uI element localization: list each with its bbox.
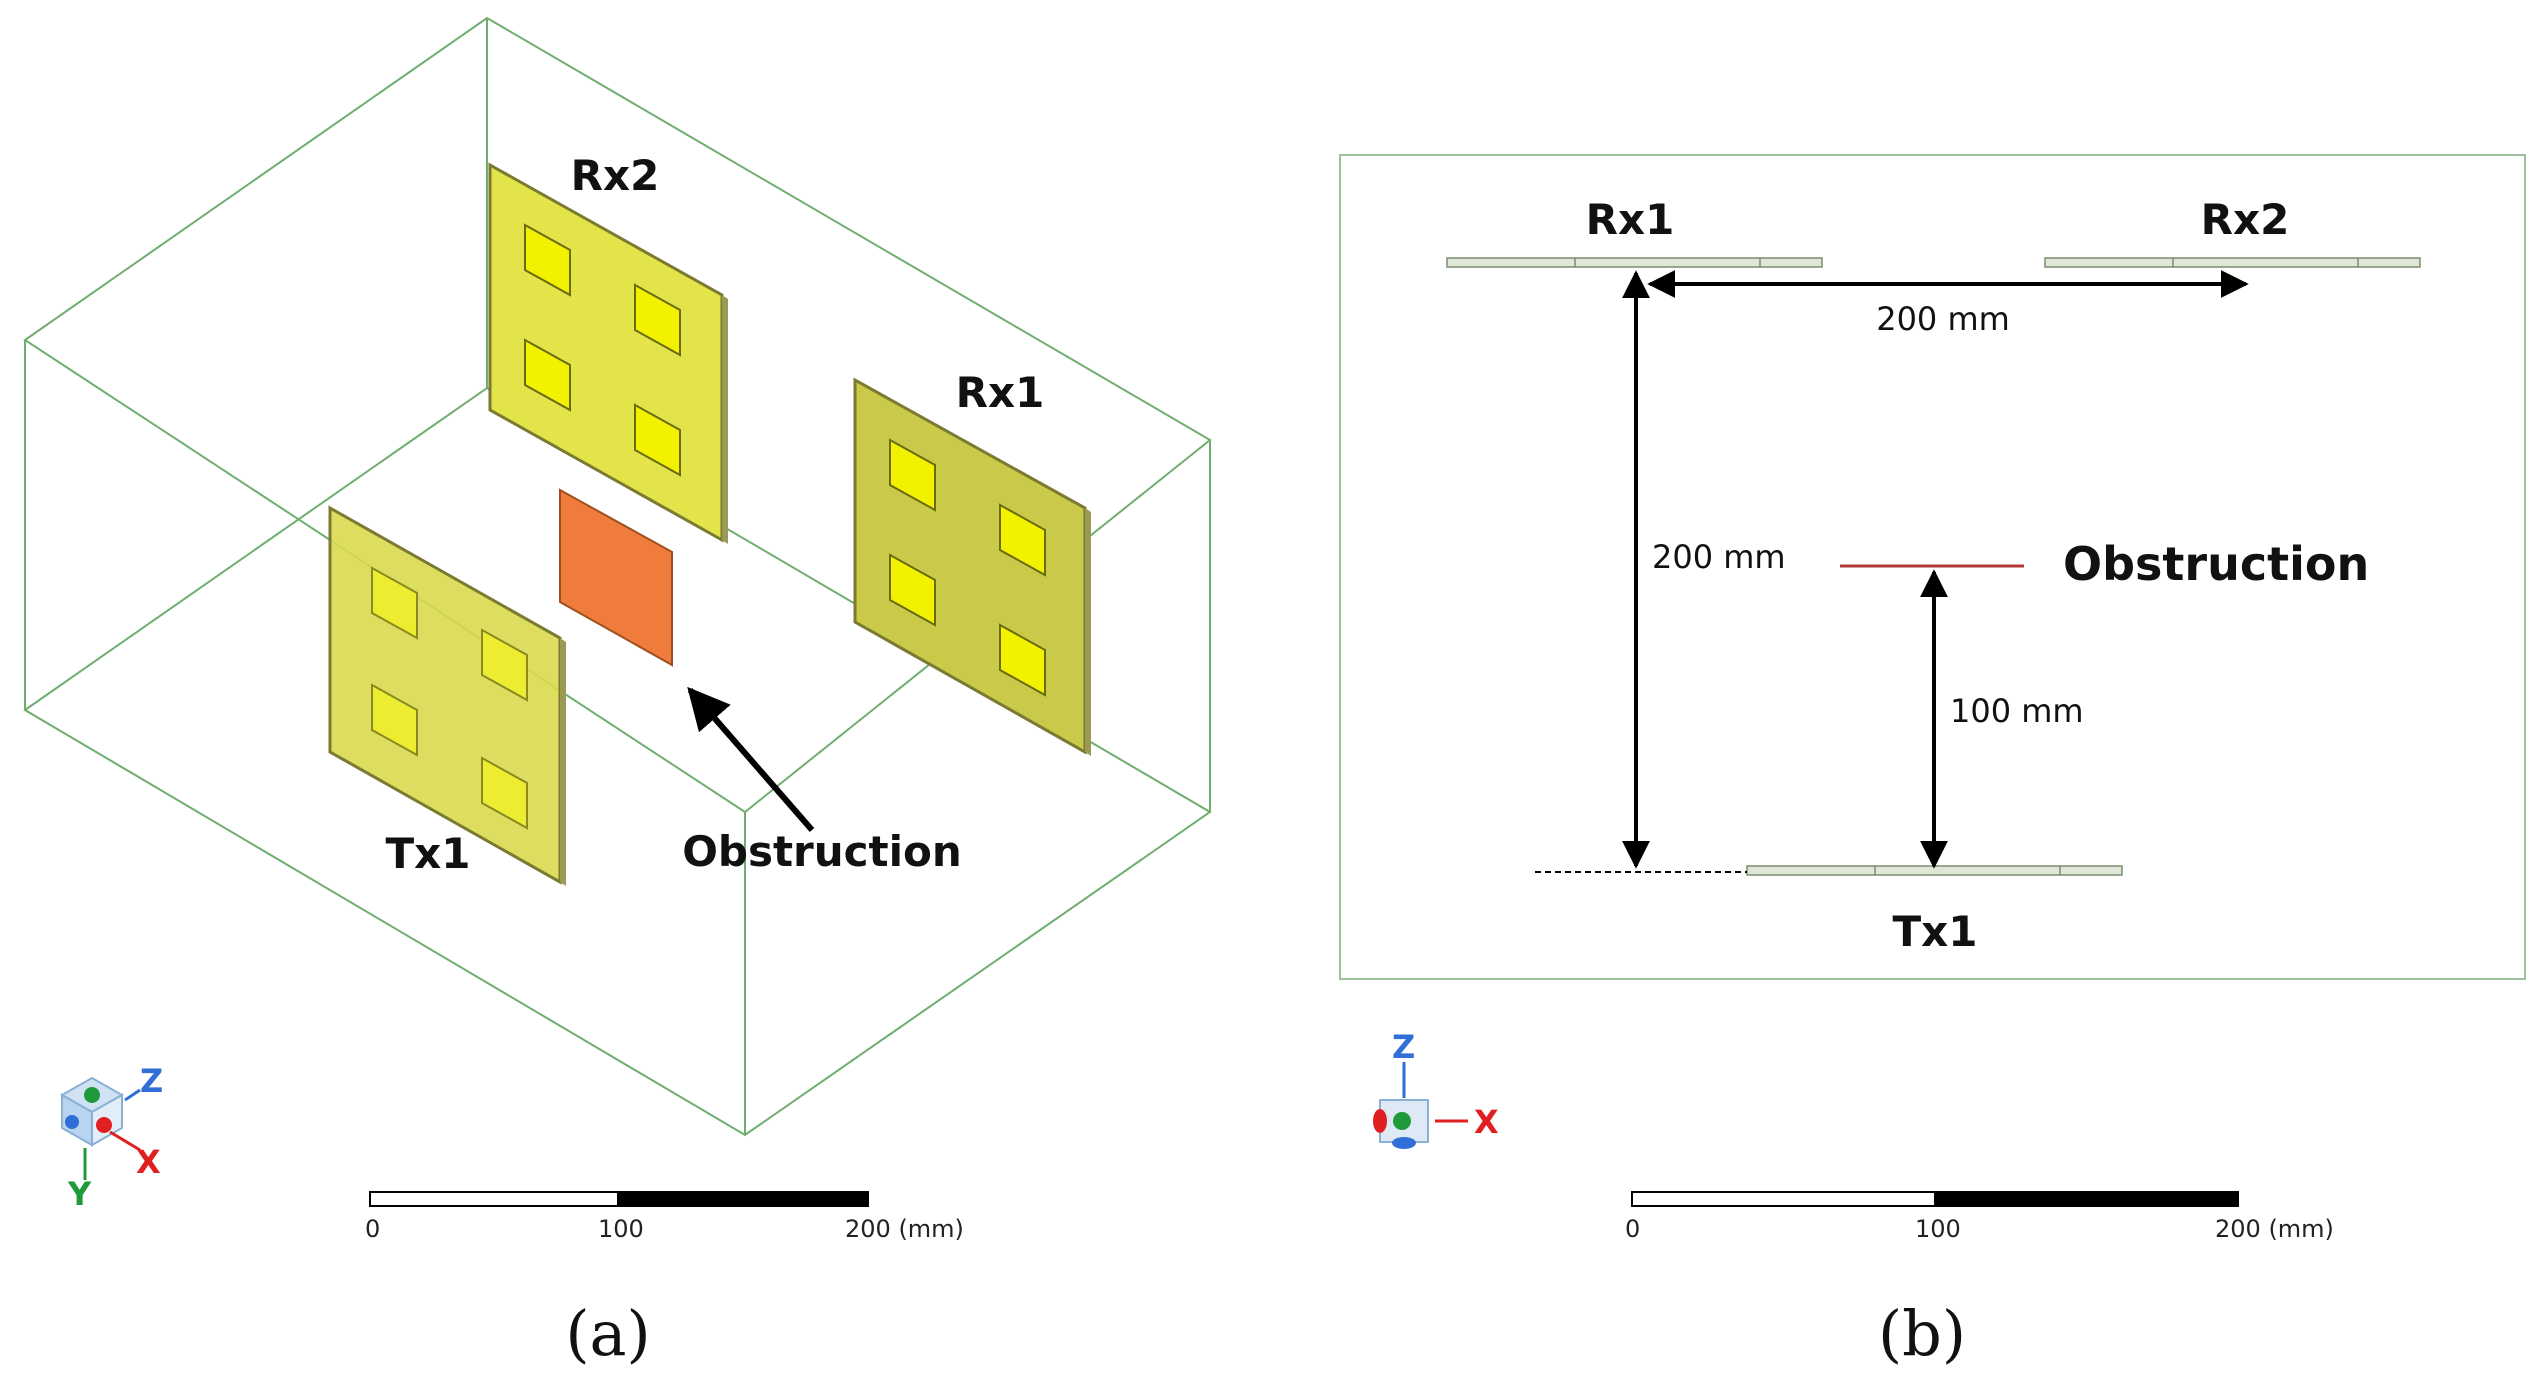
rx1-board	[1446, 257, 1823, 268]
axis-triad-3d: Z X Y	[59, 1062, 163, 1213]
scale-bar-b: 0 100 200 (mm)	[1625, 1191, 2334, 1243]
scale-b-tick-100: 100	[1915, 1215, 1961, 1243]
b-axis-x-label: X	[1474, 1103, 1499, 1141]
rx-spacing-label: 200 mm	[1876, 300, 2010, 338]
axis-z-label: Z	[140, 1062, 163, 1100]
tx-obstruction-distance-label: 100 mm	[1950, 692, 2084, 730]
obstruction-label: Obstruction	[682, 827, 962, 876]
panel-a: Rx2 Rx1 Tx1 Obstruction Z X Y 0 100 2	[23, 16, 1212, 1370]
b-obstruction-label: Obstruction	[2063, 537, 2369, 591]
rx2-panel	[488, 162, 728, 544]
obstruction-arrow	[687, 686, 815, 832]
b-rx2-label: Rx2	[2201, 195, 2290, 244]
rx2-board	[2044, 257, 2421, 268]
caption-b: (b)	[1878, 1297, 1966, 1370]
scale-a-tick-200: 200 (mm)	[845, 1215, 964, 1243]
scale-a-tick-0: 0	[365, 1215, 380, 1243]
scale-b-tick-0: 0	[1625, 1215, 1640, 1243]
tx1-label: Tx1	[386, 829, 471, 878]
scale-b-tick-200: 200 (mm)	[2215, 1215, 2334, 1243]
scale-bar-a: 0 100 200 (mm)	[365, 1191, 964, 1243]
panel-b: Rx1 Rx2 Tx1 Obstruction 200 mm 200 mm 10…	[1339, 154, 2526, 1370]
tx1-board	[1746, 865, 2123, 876]
rx1-label: Rx1	[956, 368, 1045, 417]
rx1-panel	[853, 377, 1091, 756]
b-rx1-label: Rx1	[1586, 195, 1675, 244]
obstruction-plate	[559, 488, 673, 667]
axis-x-label: X	[136, 1143, 161, 1181]
tx1-panel	[328, 505, 566, 886]
axis-triad-2d: Z X	[1373, 1028, 1499, 1149]
caption-a: (a)	[565, 1297, 650, 1370]
axis-y-label: Y	[67, 1175, 92, 1213]
b-axis-z-label: Z	[1392, 1028, 1415, 1066]
tx-rx-distance-label: 200 mm	[1652, 538, 1786, 576]
scale-a-tick-100: 100	[598, 1215, 644, 1243]
b-tx1-label: Tx1	[1893, 907, 1978, 956]
rx2-label: Rx2	[571, 151, 660, 200]
